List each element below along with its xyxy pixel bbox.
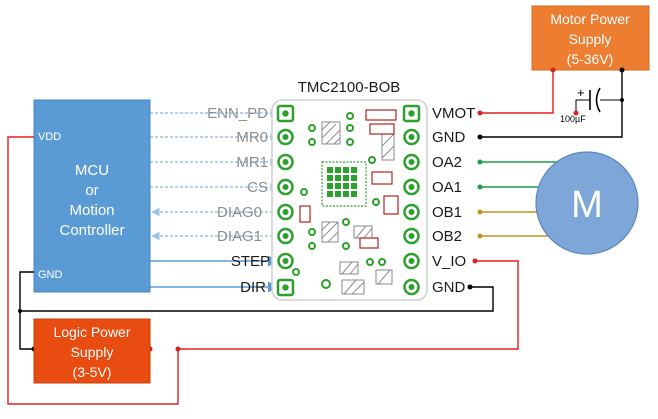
left-pin-labels: ENN_PD MR0 MR1 CS DIAG0 DIAG1 STEP DIR bbox=[207, 105, 270, 296]
capacitor: + 100µF bbox=[560, 85, 586, 124]
motor-phase-wires bbox=[477, 159, 560, 239]
capacitor-value: 100µF bbox=[560, 114, 586, 124]
stepper-motor: M bbox=[535, 151, 639, 255]
logic-supply-wires bbox=[7, 136, 519, 405]
capacitor-plus: + bbox=[577, 85, 585, 100]
pin-label-ob2: OB2 bbox=[432, 228, 462, 245]
pin-label-dir: DIR bbox=[240, 279, 266, 296]
motor-supply-line3: (5-36V) bbox=[567, 51, 614, 67]
pcb-components bbox=[292, 109, 399, 295]
pin-label-step: STEP bbox=[231, 253, 270, 270]
pin-label-mr0: MR0 bbox=[236, 129, 268, 146]
mcu-gnd-label: GND bbox=[38, 269, 63, 281]
motor-power-supply: Motor Power Supply (5-36V) bbox=[531, 5, 650, 71]
logic-supply-line3: (3-5V) bbox=[73, 364, 112, 380]
pin-label-gnd-motor: GND bbox=[432, 129, 466, 146]
mcu-label-line3: Motion bbox=[69, 202, 114, 219]
motor-supply-line2: Supply bbox=[569, 31, 612, 47]
right-pin-labels: VMOT GND OA2 OA1 OB1 OB2 V_IO GND bbox=[432, 105, 475, 296]
breakout-board: TMC2100-BOB bbox=[271, 79, 428, 301]
pin-label-diag1: DIAG1 bbox=[217, 228, 262, 245]
motor-supply-wires bbox=[477, 67, 625, 140]
left-header-pads bbox=[276, 104, 295, 297]
pin-label-oa2: OA2 bbox=[432, 154, 462, 171]
pin-label-ob1: OB1 bbox=[432, 204, 462, 221]
logic-supply-line1: Logic Power bbox=[53, 324, 130, 340]
right-header-pads bbox=[402, 104, 421, 296]
pin-label-mr1: MR1 bbox=[236, 154, 268, 171]
mcu-block: MCU or Motion Controller VDD GND bbox=[33, 99, 151, 293]
pin-label-oa1: OA1 bbox=[432, 179, 462, 196]
mcu-label-line1: MCU bbox=[75, 162, 109, 179]
pin-label-enn-pd: ENN_PD bbox=[207, 105, 268, 122]
logic-power-supply: Logic Power Supply (3-5V) bbox=[33, 318, 151, 384]
mcu-vdd-label: VDD bbox=[38, 131, 61, 143]
pin-label-gnd-logic: GND bbox=[432, 279, 466, 296]
pin-label-cs: CS bbox=[247, 179, 268, 196]
mcu-label-line2: or bbox=[85, 182, 98, 199]
signal-wires bbox=[150, 108, 280, 293]
mcu-label-line4: Controller bbox=[59, 222, 124, 239]
pin-label-diag0: DIAG0 bbox=[217, 204, 262, 221]
pin-label-v-io: V_IO bbox=[432, 253, 466, 270]
board-title: TMC2100-BOB bbox=[298, 79, 401, 96]
pin-label-vmot: VMOT bbox=[432, 105, 475, 122]
motor-supply-line1: Motor Power bbox=[550, 11, 630, 27]
logic-supply-line2: Supply bbox=[71, 344, 114, 360]
motor-label: M bbox=[571, 184, 603, 226]
